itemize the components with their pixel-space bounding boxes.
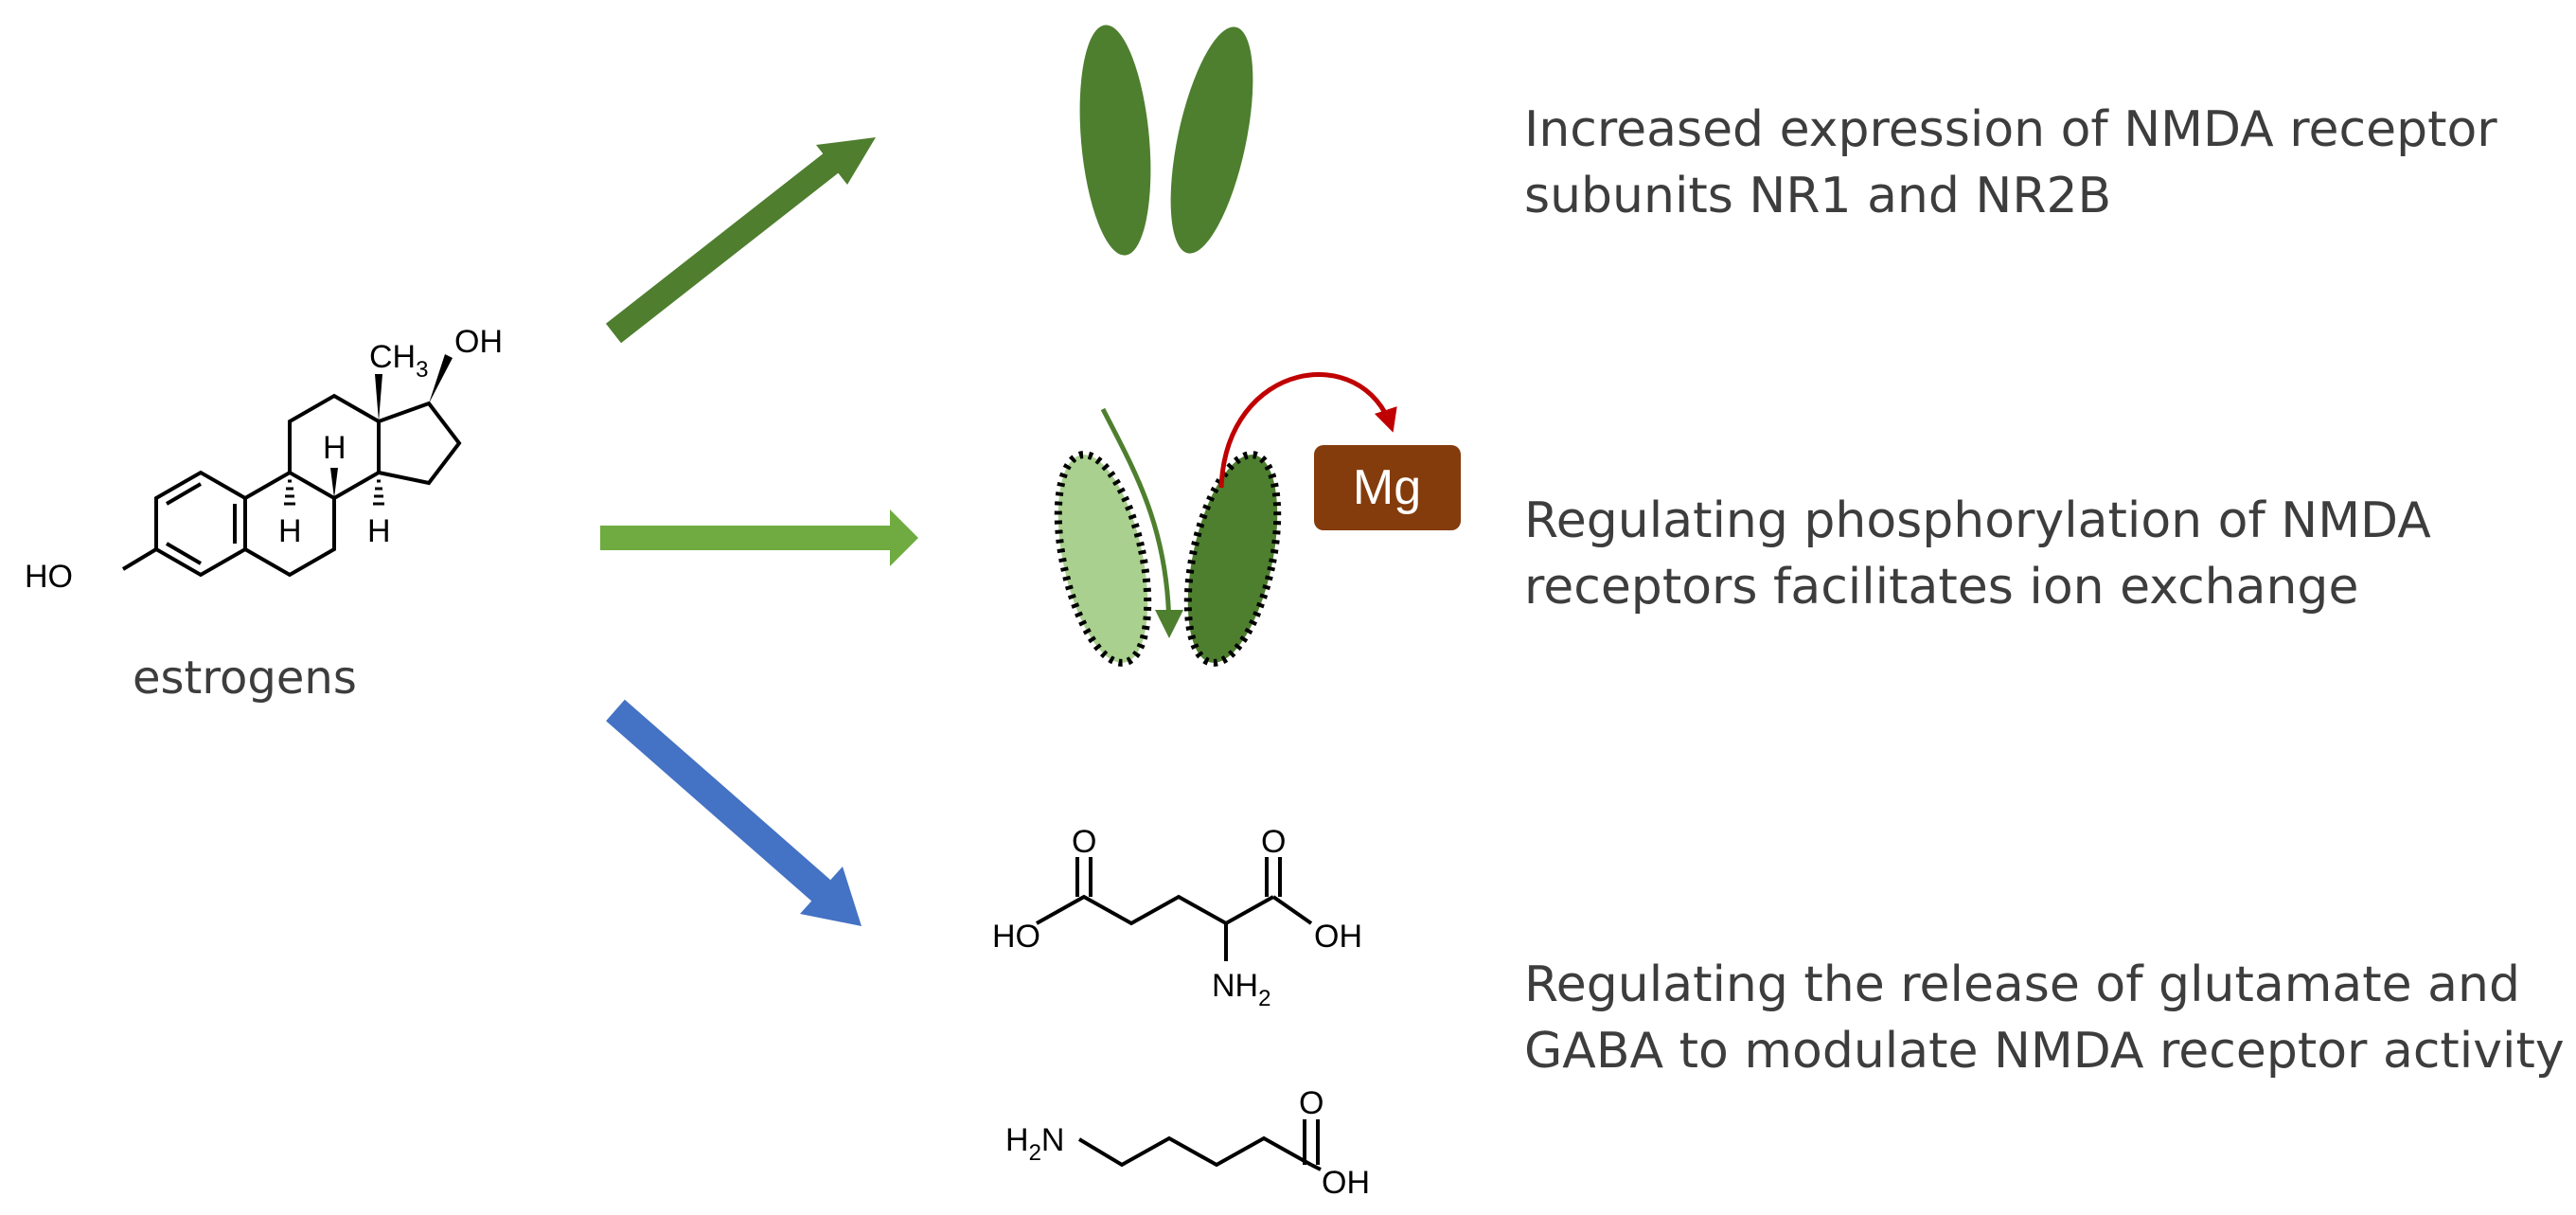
subunit-nr2b <box>1170 27 1253 254</box>
arrow-middle <box>600 509 918 566</box>
effect-release-line2: GABA to modulate NMDA receptor activity <box>1524 1023 2565 1080</box>
h-hash-c9 <box>284 479 295 506</box>
ring-a <box>154 470 247 578</box>
mg-ion-label: Mg <box>1353 460 1421 515</box>
effect-expression-line1: Increased expression of NMDA receptor <box>1524 101 2497 158</box>
estrogen-atom-labels: HO CH3 OH H H H <box>25 324 503 595</box>
effect-release: Regulating the release of glutamate and … <box>1524 952 2565 1084</box>
effect-expression-line2: subunits NR1 and NR2B <box>1524 168 2112 224</box>
arrow-top <box>605 137 876 344</box>
receptor-subunits-top <box>1079 25 1253 256</box>
glu-ho: HO <box>992 919 1040 955</box>
gaba-h2n: H2N <box>1005 1122 1064 1166</box>
estrogen-structure <box>121 354 462 578</box>
gaba-structure: H2N O OH <box>1005 1085 1370 1201</box>
glu-nh2: NH2 <box>1212 968 1270 1011</box>
ring-d <box>378 401 462 486</box>
glu-oh: OH <box>1314 919 1362 955</box>
effect-phosphorylation-line1: Regulating phosphorylation of NMDA <box>1524 492 2431 549</box>
mg-efflux-arrow <box>1218 372 1397 489</box>
atom-ch3: CH3 <box>369 339 428 383</box>
methyl-wedge <box>375 374 382 421</box>
estrogen-name-label: estrogens <box>133 652 357 705</box>
effect-release-line1: Regulating the release of glutamate and <box>1524 956 2520 1013</box>
glutamate-structure: O O HO OH NH2 <box>992 824 1362 1011</box>
oh-wedge <box>429 354 453 403</box>
atom-oh: OH <box>454 324 503 360</box>
gaba-o: O <box>1299 1085 1324 1121</box>
effect-phosphorylation: Regulating phosphorylation of NMDA recep… <box>1524 488 2431 620</box>
atom-h-c14: H <box>367 513 391 549</box>
ion-influx-arrow <box>1100 407 1183 638</box>
subunit-light <box>1054 451 1152 667</box>
h-wedge-c8 <box>330 468 338 498</box>
glu-o-1: O <box>1072 824 1096 860</box>
atom-ho: HO <box>25 559 73 595</box>
mg-ion-box <box>1314 445 1461 530</box>
subunit-nr1 <box>1079 25 1151 256</box>
gaba-oh: OH <box>1322 1165 1370 1201</box>
atom-h-c9: H <box>278 513 302 549</box>
receptor-phosphorylated: Mg <box>1054 372 1461 667</box>
subunit-dark <box>1183 451 1282 667</box>
h-hash-c14 <box>373 479 384 506</box>
atom-h-c8: H <box>323 430 346 466</box>
effect-expression: Increased expression of NMDA receptor su… <box>1524 97 2497 229</box>
glu-o-2: O <box>1261 824 1286 860</box>
effect-phosphorylation-line2: receptors facilitates ion exchange <box>1524 559 2359 616</box>
arrow-bottom <box>606 699 862 926</box>
ring-c <box>288 393 381 500</box>
ring-b <box>244 470 336 578</box>
